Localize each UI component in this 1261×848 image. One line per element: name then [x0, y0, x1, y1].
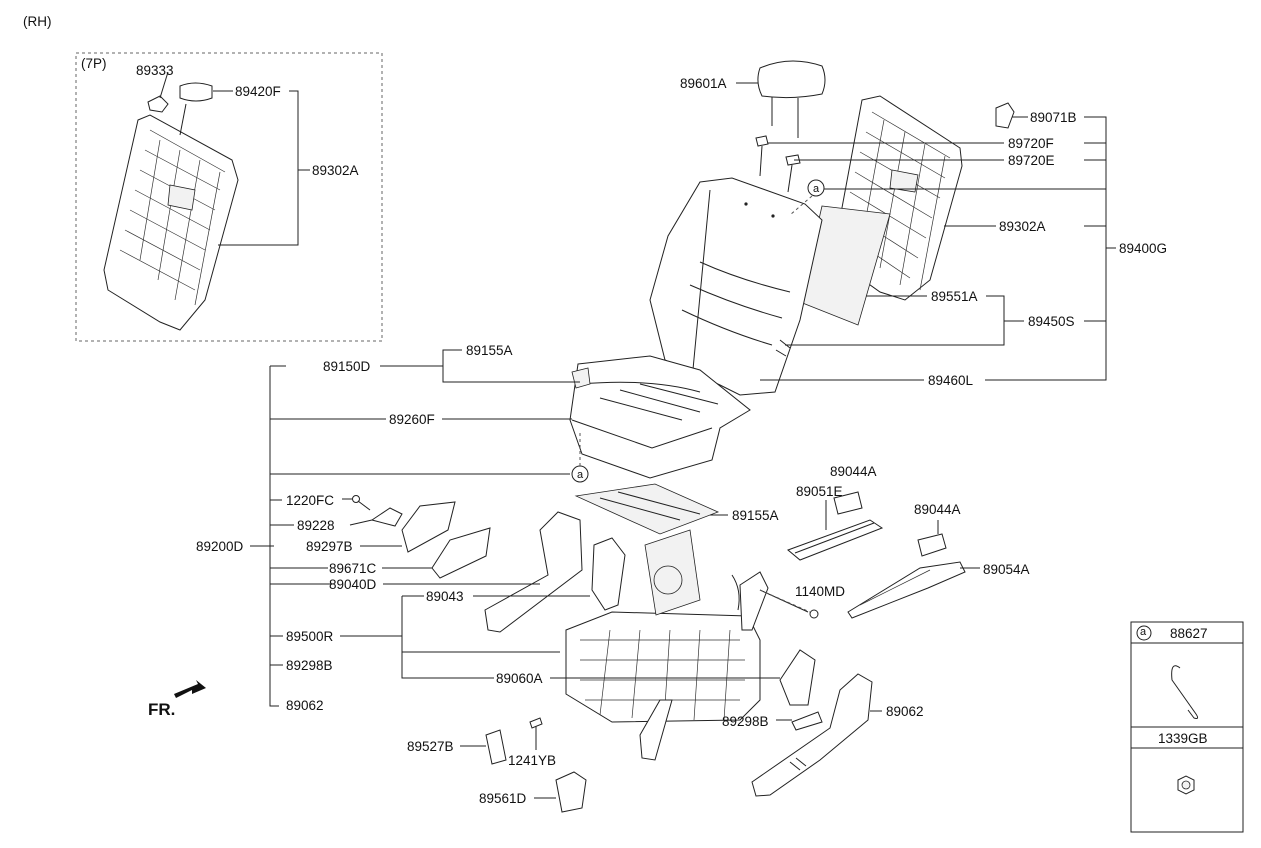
- svg-text:a: a: [813, 183, 820, 195]
- reference-marker-top: a: [789, 179, 825, 216]
- part-89040d: 89040D: [329, 577, 377, 592]
- front-direction-arrow-icon: [174, 680, 206, 698]
- part-89298b-right: 89298B: [722, 714, 769, 729]
- side-shield-89062: [751, 673, 873, 797]
- part-89150d: 89150D: [323, 359, 371, 374]
- part-89054a: 89054A: [983, 562, 1030, 577]
- rail-end-89044a-1: [833, 491, 863, 515]
- part-89551a: 89551A: [931, 289, 978, 304]
- part-1241yb: 1241YB: [508, 753, 557, 768]
- part-89671c: 89671C: [329, 561, 377, 576]
- inset-head-restraint-guide: [179, 82, 213, 136]
- headrest-guide-f: [755, 135, 769, 177]
- cover-89297b: [401, 501, 456, 553]
- side-shield-89040d: [484, 511, 583, 633]
- part-89450s: 89450S: [1028, 314, 1075, 329]
- part-1140md: 1140MD: [795, 584, 846, 599]
- headrest-guide-e: [785, 154, 801, 193]
- nut-icon: [1177, 775, 1195, 795]
- front-direction-label: FR.: [148, 700, 176, 719]
- part-89400g: 89400G: [1119, 241, 1168, 256]
- part-89051e: 89051E: [796, 484, 843, 499]
- clip-89561d: [555, 771, 587, 813]
- legend-table: [1130, 621, 1244, 833]
- part-89460l: 89460L: [928, 373, 974, 388]
- legend-part-1339gb: 1339GB: [1158, 731, 1208, 746]
- part-89062-left: 89062: [286, 698, 324, 713]
- part-89720f: 89720F: [1008, 136, 1054, 151]
- legend-part-88627: 88627: [1170, 626, 1208, 641]
- seat-frame-assembly: [565, 529, 769, 761]
- part-89720e: 89720E: [1008, 153, 1055, 168]
- hook-clip-icon: [1171, 665, 1199, 719]
- part-89200d: 89200D: [196, 539, 244, 554]
- inset-part-89302a: 89302A: [312, 163, 359, 178]
- cushion-pad: [574, 483, 720, 535]
- part-89062-right: 89062: [886, 704, 924, 719]
- cover-89671c: [431, 527, 491, 579]
- part-89044a-1: 89044A: [830, 464, 877, 479]
- part-89298b-left: 89298B: [286, 658, 333, 673]
- inset-variant-label: (7P): [81, 56, 107, 71]
- inset-frame: [75, 52, 383, 342]
- inset-part-89333: 89333: [136, 63, 174, 78]
- part-89060a: 89060A: [496, 671, 543, 686]
- side-indicator: (RH): [23, 14, 52, 29]
- backrest-bracket: [995, 102, 1015, 129]
- part-89228: 89228: [297, 518, 335, 533]
- part-89527b: 89527B: [407, 739, 454, 754]
- part-89302a: 89302A: [999, 219, 1046, 234]
- part-89561d: 89561D: [479, 791, 527, 806]
- inset-clip: [147, 95, 169, 113]
- legend-marker: a: [1140, 626, 1147, 638]
- rail-cover-89051e: [787, 519, 884, 561]
- part-89500r: 89500R: [286, 629, 334, 644]
- seat-cushion: [569, 355, 751, 479]
- clip-89527b: [485, 729, 507, 765]
- bolt-1140md: [759, 589, 819, 619]
- part-89155a-bottom: 89155A: [732, 508, 779, 523]
- part-89043: 89043: [426, 589, 464, 604]
- cover-89228: [370, 507, 403, 527]
- part-89155a-top: 89155A: [466, 343, 513, 358]
- part-89071b: 89071B: [1030, 110, 1077, 125]
- recliner-cover-89043: [591, 537, 626, 611]
- part-89044a-2: 89044A: [914, 502, 961, 517]
- part-1220fc: 1220FC: [286, 493, 335, 508]
- inset-part-89420f: 89420F: [235, 84, 281, 99]
- inset-backrest-frame: [103, 114, 239, 331]
- recliner-cover-89298b: [779, 649, 823, 731]
- rail-cover-89054a: [847, 561, 966, 619]
- headrest: [757, 60, 826, 138]
- bolt-1220fc: [342, 495, 371, 511]
- screw-1241yb: [529, 717, 543, 750]
- reference-marker-bottom: a: [571, 430, 589, 483]
- part-89297b: 89297B: [306, 539, 353, 554]
- svg-text:a: a: [577, 469, 584, 481]
- part-89601a: 89601A: [680, 76, 727, 91]
- rail-end-89044a-2: [917, 533, 947, 557]
- part-89260f: 89260F: [389, 412, 435, 427]
- backrest-cover: [649, 177, 823, 396]
